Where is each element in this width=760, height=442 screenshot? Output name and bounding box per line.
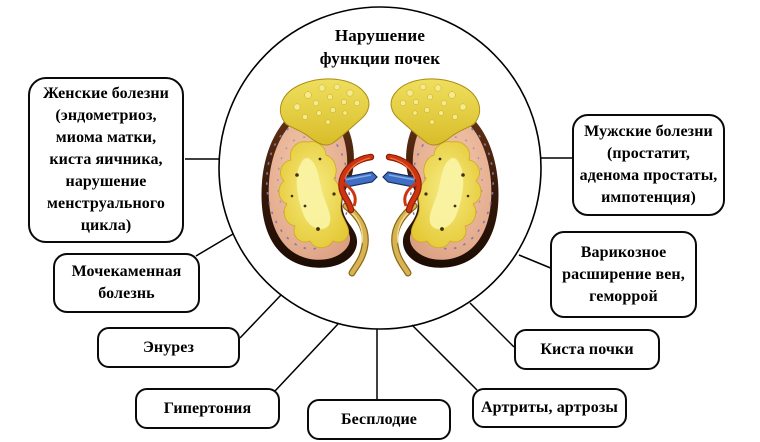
node-arthritis-arthrosis: Артриты, артрозы — [472, 388, 627, 428]
node-label: Женские болезни (эндометриоз, миома матк… — [43, 85, 169, 234]
connector-enuresis — [239, 294, 282, 339]
adrenal-gland — [280, 78, 370, 146]
connector-hypertension — [274, 323, 339, 392]
node-urolithiasis: Мочекаменная болезнь — [53, 253, 200, 313]
node-label: Энурез — [142, 338, 195, 356]
kidneys-illustration — [261, 79, 498, 273]
connector-urolithiasis — [195, 233, 234, 257]
connector-varicose-veins — [518, 254, 554, 270]
node-enuresis: Энурез — [97, 327, 240, 368]
node-kidney-cyst: Киста почки — [514, 329, 660, 370]
node-varicose-veins: Варикозное расширение вен, геморрой — [550, 231, 697, 318]
node-men-diseases: Мужские болезни (простатит, аденома прос… — [572, 114, 725, 216]
node-label: Артриты, артрозы — [481, 399, 618, 416]
node-label: Гипертония — [163, 399, 252, 417]
central-title: Нарушение функции почек — [319, 26, 441, 68]
node-label: Варикозное расширение вен, геморрой — [562, 243, 685, 305]
node-label: Бесплодие — [340, 410, 418, 428]
left-kidney — [261, 78, 378, 277]
connector-arthritis — [411, 324, 478, 391]
renal-artery — [338, 153, 375, 214]
node-infertility: Бесплодие — [307, 399, 451, 440]
node-label: Киста почки — [540, 340, 634, 358]
node-women-diseases: Женские болезни (эндометриоз, миома матк… — [28, 77, 184, 243]
node-label: Мочекаменная болезнь — [71, 263, 182, 302]
node-label: Мужские болезни (простатит, аденома прос… — [579, 123, 718, 206]
connector-kidney-cyst — [469, 302, 515, 348]
connector-lines — [185, 157, 573, 400]
node-hypertension: Гипертония — [135, 388, 280, 429]
